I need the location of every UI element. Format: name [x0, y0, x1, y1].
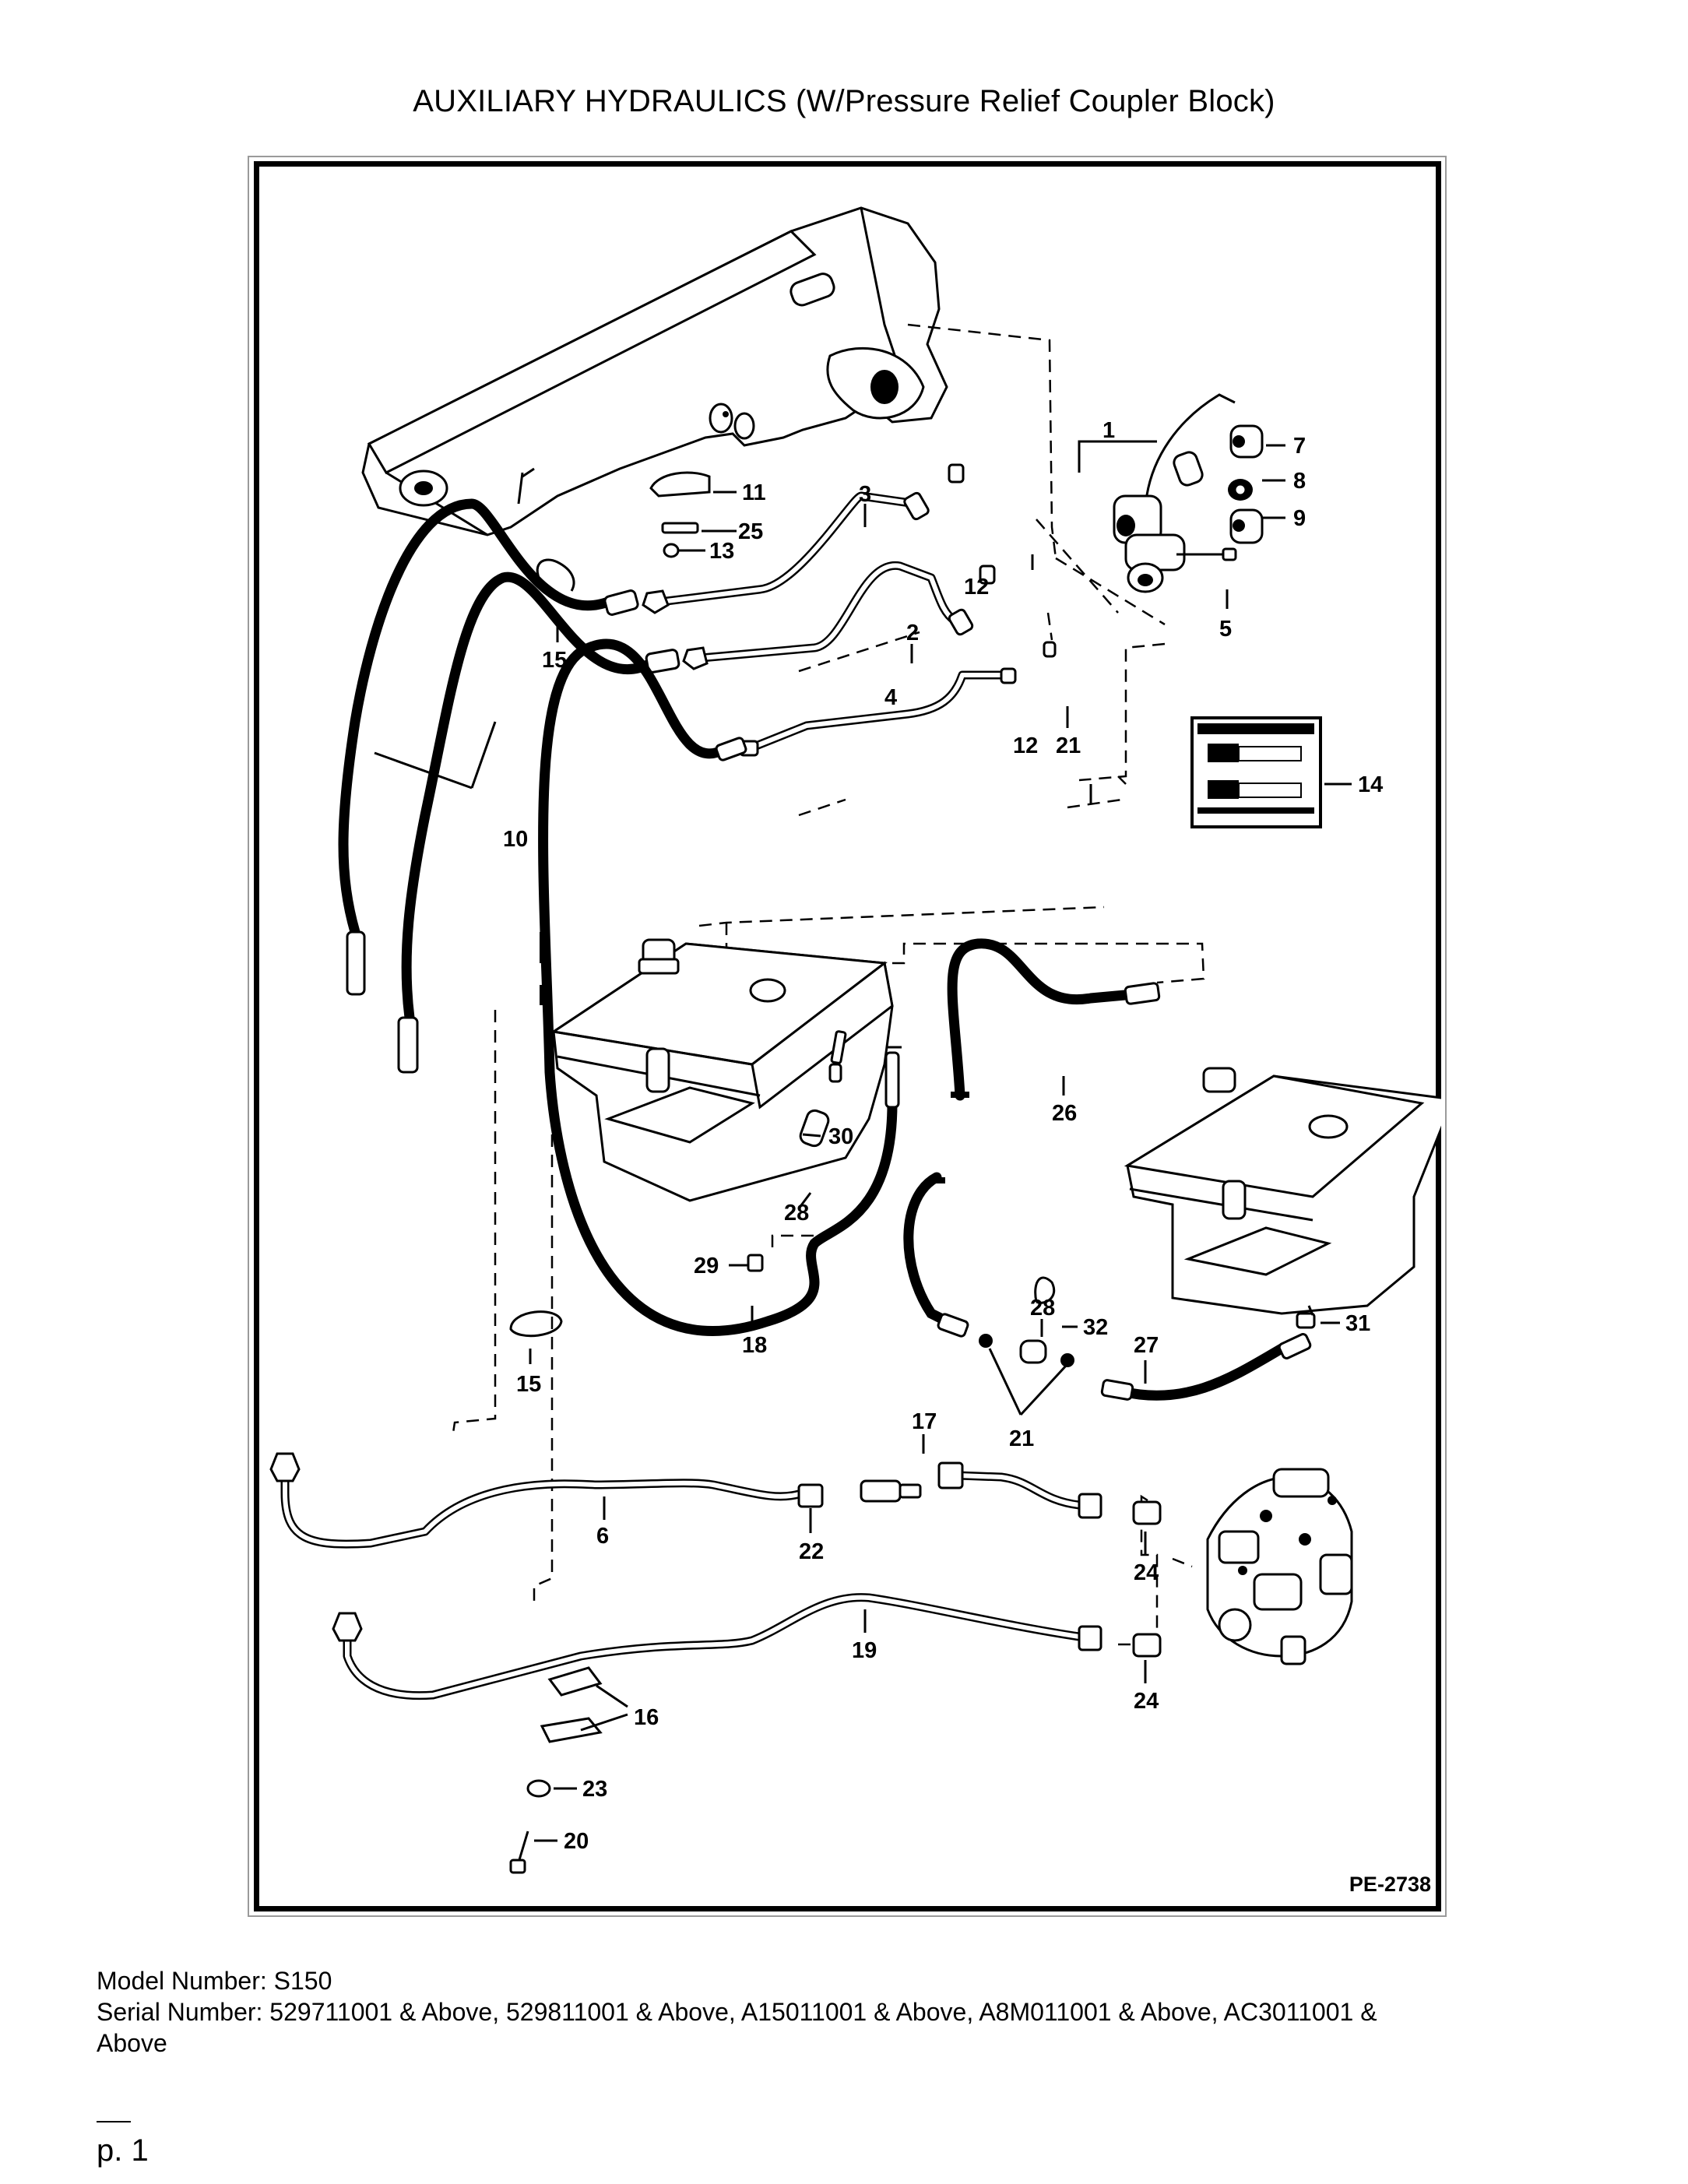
callout-4: 4 — [884, 685, 897, 710]
callout-21b: 21 — [1009, 1426, 1034, 1451]
callout-12b: 12 — [1013, 733, 1038, 758]
tube-6 — [269, 1452, 922, 1549]
callout-8: 8 — [1293, 469, 1306, 494]
model-number: Model Number: S150 — [97, 1967, 332, 1995]
tube-19 — [332, 1593, 1162, 1700]
callout-15b: 15 — [516, 1372, 541, 1397]
callout-27: 27 — [1134, 1333, 1159, 1358]
callout-3: 3 — [859, 482, 871, 507]
callout-32: 32 — [1083, 1315, 1108, 1340]
serial-number-line1: Serial Number: 529711001 & Above, 529811… — [97, 1998, 1377, 2026]
hydraulics-diagram: .dash { fill: none; stroke: #000; stroke… — [269, 206, 1441, 1874]
decal-14 — [1190, 716, 1322, 828]
callout-16: 16 — [634, 1705, 659, 1730]
divider — [97, 2121, 131, 2122]
callout-6: 6 — [596, 1524, 609, 1549]
clamp-parts-bottom — [509, 1666, 603, 1874]
callout-18: 18 — [742, 1333, 767, 1358]
callout-5: 5 — [1219, 617, 1232, 642]
callout-20: 20 — [564, 1829, 589, 1854]
tube-4 — [739, 641, 1057, 757]
callout-26: 26 — [1052, 1101, 1077, 1126]
callout-25: 25 — [738, 519, 763, 544]
serial-number-line2: Above — [97, 2029, 167, 2057]
callout-leaders — [529, 444, 1352, 1842]
lift-arm — [361, 206, 948, 536]
callout-1: 1 — [1102, 418, 1115, 443]
callout-28a: 28 — [784, 1201, 809, 1226]
callout-12a: 12 — [964, 575, 989, 600]
page-number: p. 1 — [97, 2133, 149, 2168]
clamp-parts-top — [509, 471, 711, 1338]
tube-17 — [937, 1461, 1162, 1525]
callout-29: 29 — [694, 1254, 719, 1278]
control-valve — [1206, 1468, 1353, 1665]
callout-23: 23 — [582, 1777, 607, 1802]
callout-24a: 24 — [1134, 1560, 1159, 1585]
diagram-outer-border — [248, 156, 1447, 1917]
diagram-frame — [254, 161, 1441, 1911]
reservoir-right — [1124, 1067, 1441, 1315]
callout-2: 2 — [906, 621, 919, 645]
hoses-10 — [338, 498, 656, 1074]
hose-27 — [903, 1172, 1312, 1401]
tube-2 — [645, 561, 996, 673]
callout-7: 7 — [1293, 434, 1306, 459]
callout-22: 22 — [799, 1539, 824, 1564]
callout-30: 30 — [828, 1124, 853, 1149]
hose-26 — [947, 938, 1161, 1101]
fittings-middle — [747, 1030, 1316, 1367]
page-title: AUXILIARY HYDRAULICS (W/Pressure Relief … — [413, 84, 1275, 118]
callout-13: 13 — [709, 539, 734, 564]
callout-10: 10 — [503, 827, 528, 852]
callout-14: 14 — [1358, 772, 1383, 797]
callout-9: 9 — [1293, 506, 1306, 531]
callout-19: 19 — [852, 1638, 877, 1663]
hose-18 — [538, 638, 902, 1336]
callout-15a: 15 — [542, 648, 567, 673]
callout-31: 31 — [1345, 1311, 1370, 1336]
coupler-block — [1078, 393, 1264, 593]
drawing-code: PE-2738 — [1349, 1873, 1431, 1896]
callout-28b: 28 — [1030, 1296, 1055, 1321]
callout-24b: 24 — [1134, 1689, 1159, 1714]
tube-3 — [603, 463, 965, 616]
callout-17: 17 — [912, 1409, 937, 1434]
callout-11: 11 — [742, 480, 766, 505]
callout-21a: 21 — [1056, 733, 1081, 758]
callout-labels: 1 2 3 4 5 6 7 8 9 10 11 12 12 13 14 15 1… — [503, 418, 1383, 1854]
